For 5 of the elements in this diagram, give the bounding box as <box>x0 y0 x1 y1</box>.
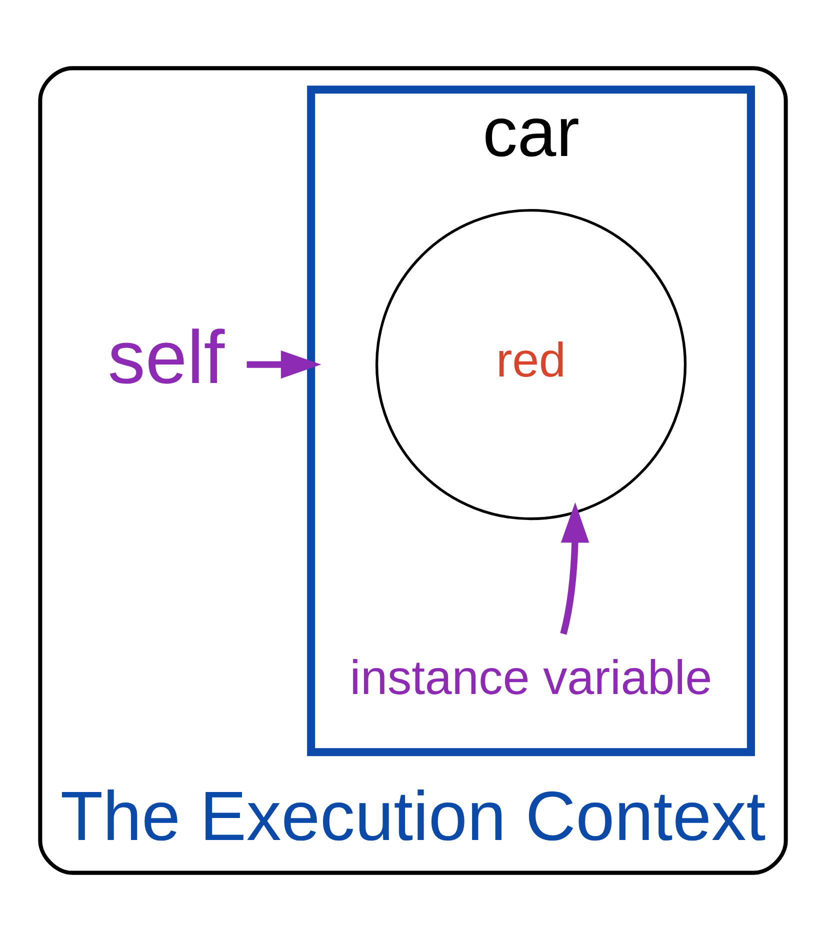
arrow <box>246 350 322 379</box>
node-text: instance variable <box>350 651 712 706</box>
node-circle: red <box>375 209 687 520</box>
node-text: self <box>108 315 225 400</box>
arrow <box>560 502 590 635</box>
